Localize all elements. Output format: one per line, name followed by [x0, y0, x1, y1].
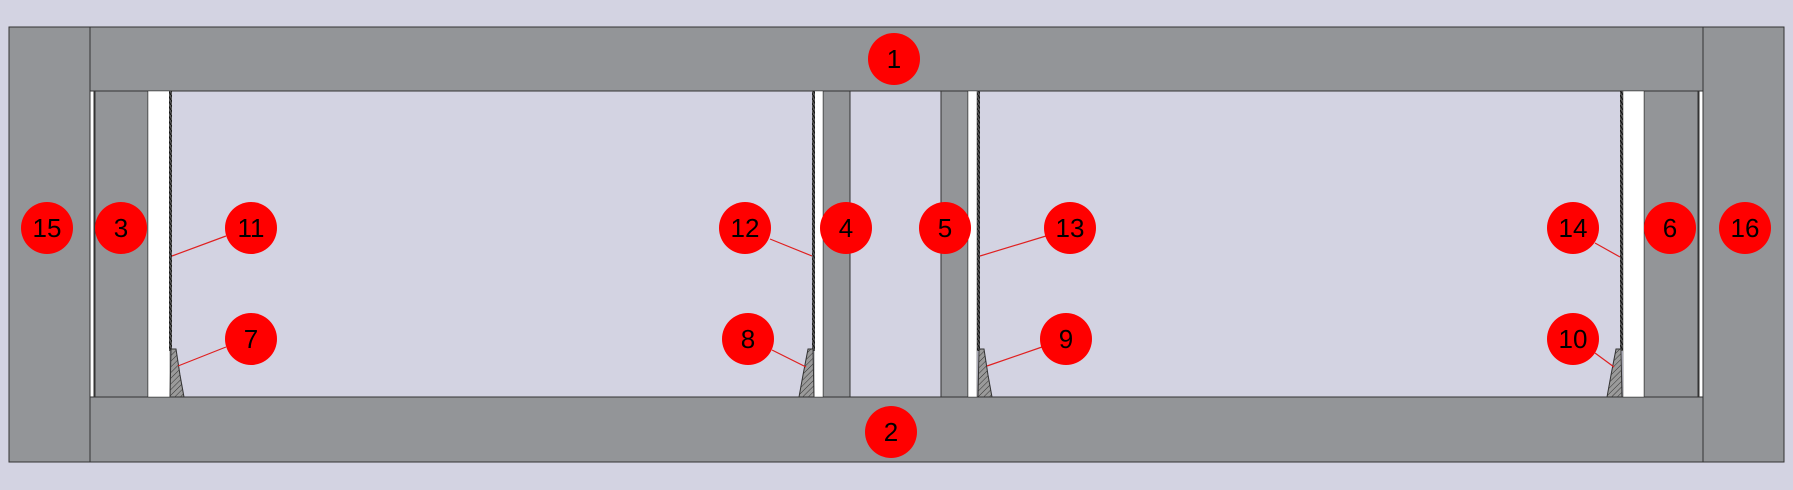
callout-label: 14: [1559, 213, 1588, 243]
callout-label: 6: [1663, 213, 1677, 243]
callout-label: 2: [884, 417, 898, 447]
callout-marker: [95, 202, 147, 254]
leader-line-9: [986, 346, 1043, 367]
wedge-10: [1606, 348, 1623, 398]
cable-12: [812, 91, 815, 351]
leader-line-13: [979, 235, 1047, 257]
callout-marker: [722, 313, 774, 365]
callout-marker: [1044, 202, 1096, 254]
callout-14: 14: [1547, 202, 1599, 254]
callout-label: 12: [731, 213, 760, 243]
callout-label: 16: [1731, 213, 1760, 243]
cable-13: [977, 91, 980, 351]
callout-6: 6: [1644, 202, 1696, 254]
callout-marker: [868, 33, 920, 85]
callout-label: 9: [1059, 324, 1073, 354]
callout-label: 4: [839, 213, 853, 243]
callout-11: 11: [225, 202, 277, 254]
callout-16: 16: [1719, 202, 1771, 254]
wedge-9: [977, 348, 993, 398]
callout-label: 10: [1559, 324, 1588, 354]
callout-marker: [21, 202, 73, 254]
callout-marker: [225, 313, 277, 365]
callout-label: 7: [244, 324, 258, 354]
callout-marker: [1719, 202, 1771, 254]
callout-marker: [865, 406, 917, 458]
callout-10: 10: [1547, 313, 1599, 365]
callout-7: 7: [225, 313, 277, 365]
callout-4: 4: [820, 202, 872, 254]
callout-label: 1: [887, 44, 901, 74]
callout-marker: [225, 202, 277, 254]
callout-marker: [1547, 313, 1599, 365]
callout-marker: [820, 202, 872, 254]
callout-label: 8: [741, 324, 755, 354]
gap-4: [813, 90, 824, 398]
callout-9: 9: [1040, 313, 1092, 365]
callout-marker: [1040, 313, 1092, 365]
leader-line-10: [1594, 352, 1615, 368]
callout-2: 2: [865, 406, 917, 458]
callout-12: 12: [719, 202, 771, 254]
frame-parts: [8, 26, 1785, 463]
liner-right: [1698, 90, 1704, 398]
callout-marker: [919, 202, 971, 254]
callout-label: 5: [938, 213, 952, 243]
callout-label: 3: [114, 213, 128, 243]
callout-13: 13: [1044, 202, 1096, 254]
callout-1: 1: [868, 33, 920, 85]
leader-line-7: [177, 346, 227, 367]
leader-line-11: [171, 235, 227, 257]
leader-lines: [171, 235, 1621, 368]
wedges: [169, 348, 1623, 398]
callout-marker: [719, 202, 771, 254]
leader-line-14: [1594, 242, 1621, 258]
leader-line-8: [771, 349, 807, 368]
callout-marker: [1547, 202, 1599, 254]
callout-label: 13: [1056, 213, 1085, 243]
callout-3: 3: [95, 202, 147, 254]
liner-left: [89, 90, 95, 398]
callout-label: 15: [33, 213, 62, 243]
wedge-8: [798, 348, 815, 398]
callout-5: 5: [919, 202, 971, 254]
gap-5: [967, 90, 978, 398]
cable-14: [1620, 91, 1623, 351]
wedge-7: [169, 348, 185, 398]
cables: [169, 91, 1623, 351]
gap-3: [147, 90, 171, 398]
callouts: 1 2 3 4 5 6 7 8: [21, 33, 1771, 458]
callout-label: 11: [238, 213, 265, 243]
gap-6: [1622, 90, 1645, 398]
callout-8: 8: [722, 313, 774, 365]
cable-11: [169, 91, 172, 351]
callout-15: 15: [21, 202, 73, 254]
callout-marker: [1644, 202, 1696, 254]
leader-line-12: [769, 238, 813, 257]
